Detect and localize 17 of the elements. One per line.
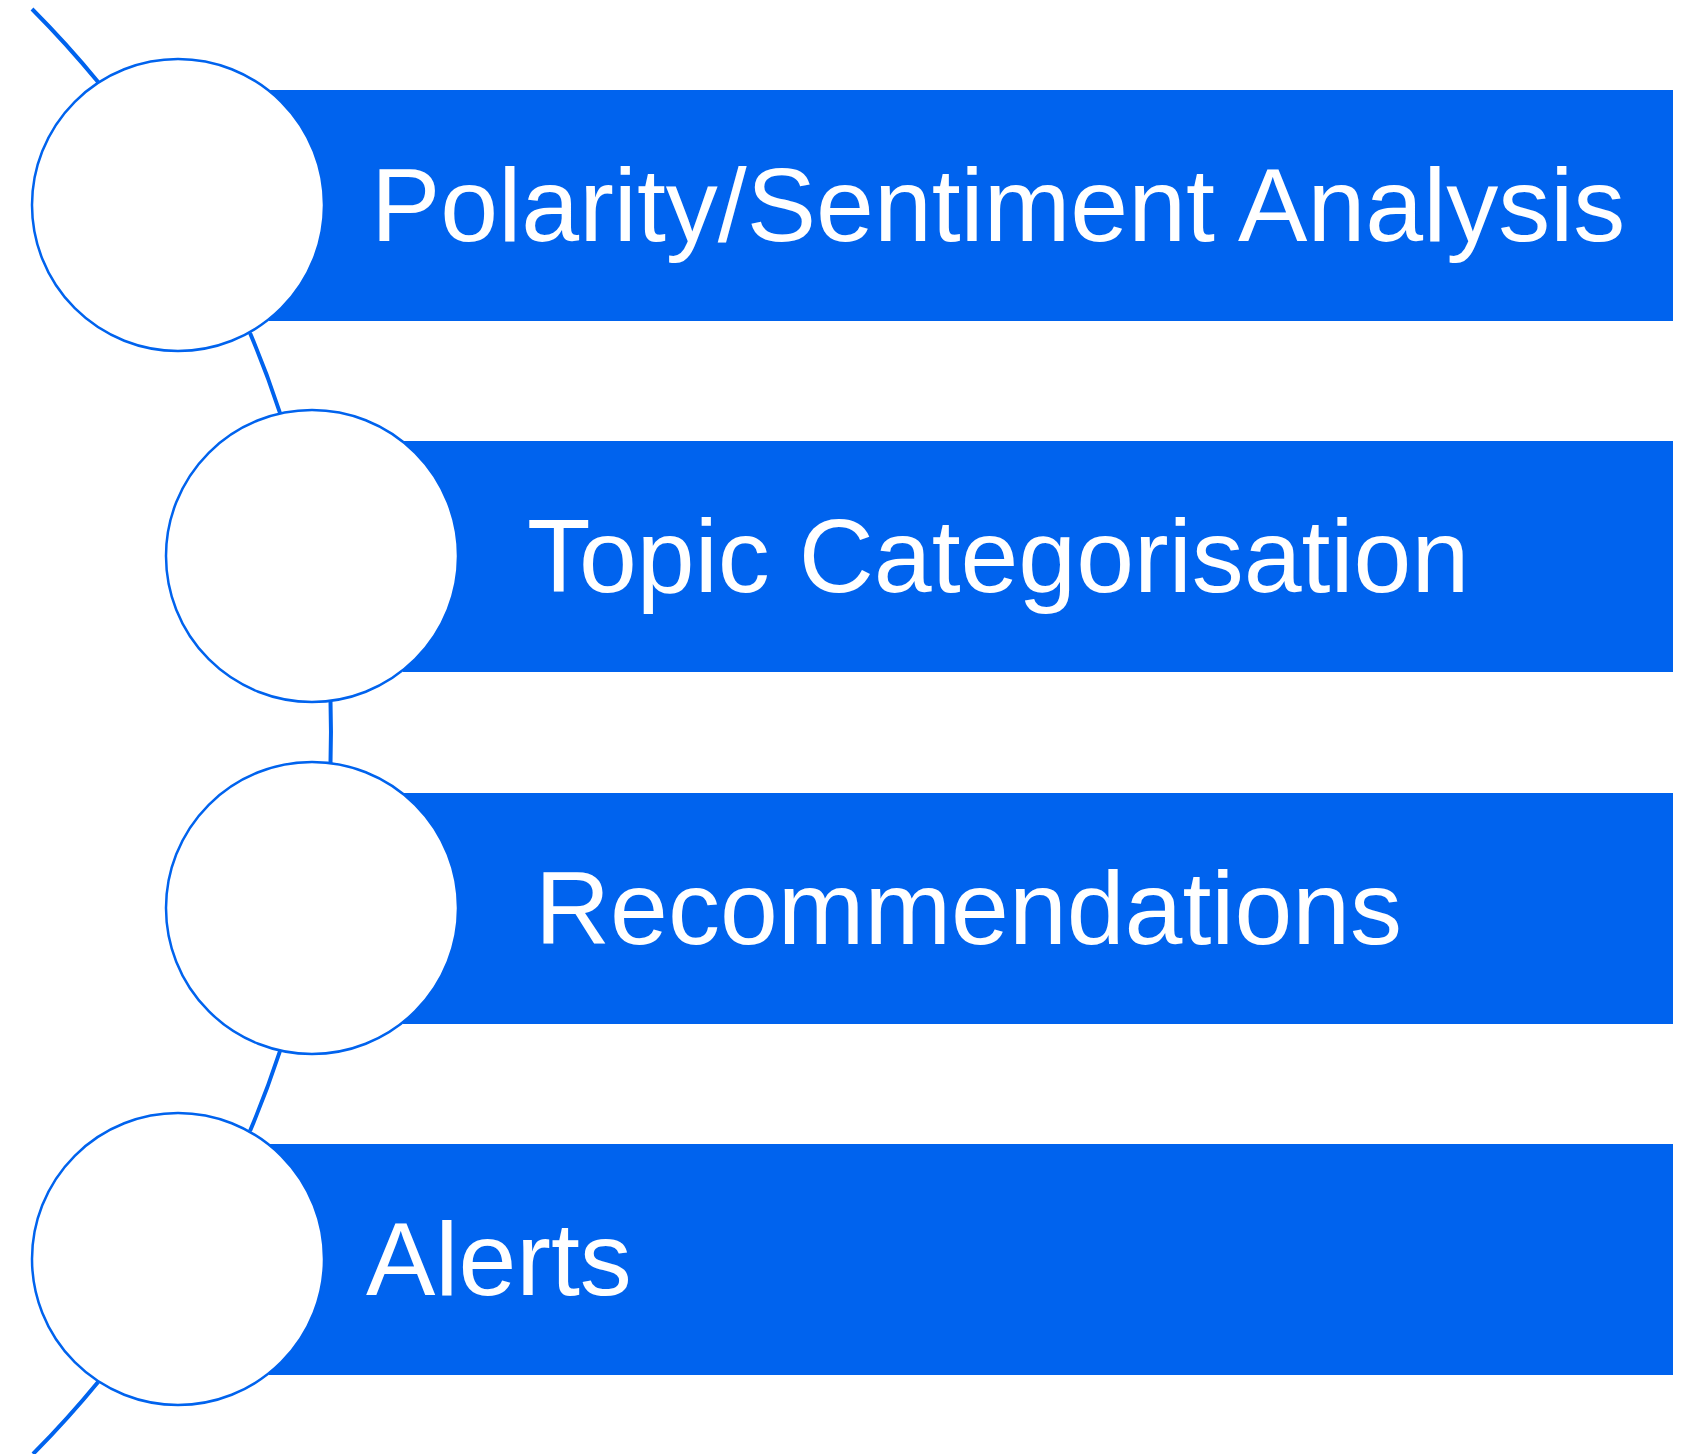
circle-marker: [164, 408, 460, 704]
connector-line: [248, 332, 282, 414]
item-label: Alerts: [366, 1202, 632, 1317]
list-bar: [403, 441, 1673, 672]
connector-line: [328, 700, 333, 764]
circle-marker: [30, 57, 326, 353]
item-label: Recommendations: [535, 851, 1403, 966]
connector-line: [30, 7, 100, 84]
list-bar: [403, 793, 1673, 1024]
circle-marker: [164, 760, 460, 1056]
circle-marker: [30, 1111, 326, 1407]
list-bar: [269, 1144, 1673, 1375]
item-label: Topic Categorisation: [527, 499, 1470, 614]
list-bar: [269, 90, 1673, 321]
connector-line: [31, 1380, 100, 1454]
item-label: Polarity/Sentiment Analysis: [371, 148, 1626, 263]
connector-line: [248, 1050, 282, 1132]
